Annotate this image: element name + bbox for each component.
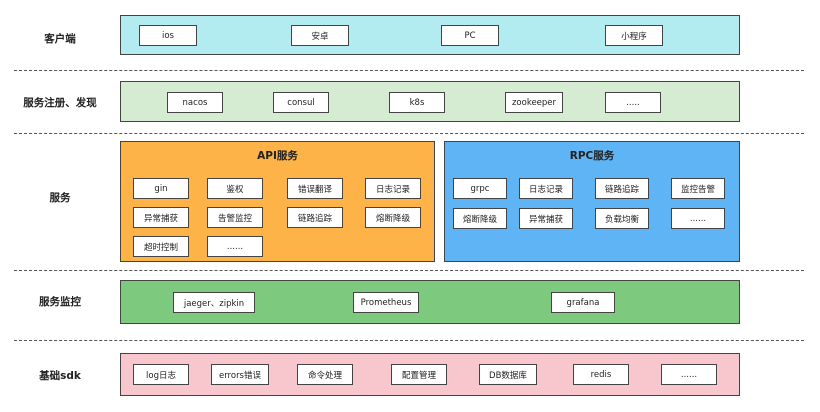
layer-label-service: 服务 (49, 192, 71, 204)
registry-band: nacos consul k8s zookeeper ..... (120, 81, 740, 122)
sdk-item: 配置管理 (391, 364, 447, 385)
registry-item: consul (273, 92, 329, 113)
rpc-service-item: grpc (453, 178, 507, 199)
client-item: 安卓 (291, 25, 349, 46)
sdk-item: errors错误 (211, 364, 269, 385)
api-service-item: 错误翻译 (287, 178, 343, 199)
api-service-item: 异常捕获 (133, 207, 189, 228)
rpc-service-item: 负载均衡 (595, 208, 649, 229)
api-service-item: 链路追踪 (287, 207, 343, 228)
rpc-service-title: RPC服务 (569, 150, 615, 162)
monitor-item: Prometheus (353, 292, 419, 313)
sdk-item: DB数据库 (479, 364, 537, 385)
rpc-service-item: 熔断降级 (453, 208, 507, 229)
layer-label-sdk: 基础sdk (39, 370, 81, 382)
rpc-service-item: 链路追踪 (595, 178, 649, 199)
separator (14, 70, 804, 71)
monitor-item: grafana (551, 292, 615, 313)
api-service-item: 日志记录 (365, 178, 421, 199)
api-service-item: gin (133, 178, 189, 199)
rpc-service-item: 异常捕获 (519, 208, 573, 229)
layer-label-monitor: 服务监控 (39, 296, 81, 308)
registry-item: zookeeper (505, 92, 563, 113)
monitor-band: jaeger、zipkin Prometheus grafana (120, 280, 740, 324)
client-item: ios (139, 25, 197, 46)
separator (14, 340, 804, 341)
sdk-item: redis (573, 364, 629, 385)
api-service-item: 超时控制 (133, 236, 189, 257)
sdk-item: 命令处理 (297, 364, 353, 385)
registry-item: nacos (167, 92, 223, 113)
rpc-service-panel: RPC服务 grpc 日志记录 链路追踪 监控告警 熔断降级 异常捕获 负载均衡… (444, 141, 740, 262)
monitor-item: jaeger、zipkin (173, 292, 255, 313)
layer-label-registry: 服务注册、发现 (23, 97, 97, 109)
separator (14, 133, 804, 134)
separator (14, 270, 804, 271)
api-service-panel: API服务 gin 鉴权 错误翻译 日志记录 异常捕获 告警监控 链路追踪 熔断… (120, 141, 435, 262)
sdk-item: ...... (661, 364, 717, 385)
registry-item: k8s (389, 92, 445, 113)
rpc-service-item: 日志记录 (519, 178, 573, 199)
layer-label-client: 客户端 (44, 33, 76, 45)
client-item: 小程序 (605, 25, 663, 46)
api-service-item: ...... (207, 236, 263, 257)
client-item: PC (441, 25, 499, 46)
registry-item: ..... (605, 92, 661, 113)
rpc-service-item: ...... (671, 208, 725, 229)
api-service-title: API服务 (257, 150, 298, 162)
sdk-band: log日志 errors错误 命令处理 配置管理 DB数据库 redis ...… (120, 353, 740, 396)
sdk-item: log日志 (133, 364, 189, 385)
api-service-item: 鉴权 (207, 178, 263, 199)
api-service-item: 告警监控 (207, 207, 263, 228)
rpc-service-item: 监控告警 (671, 178, 725, 199)
api-service-item: 熔断降级 (365, 207, 421, 228)
client-band: ios 安卓 PC 小程序 (120, 15, 740, 55)
